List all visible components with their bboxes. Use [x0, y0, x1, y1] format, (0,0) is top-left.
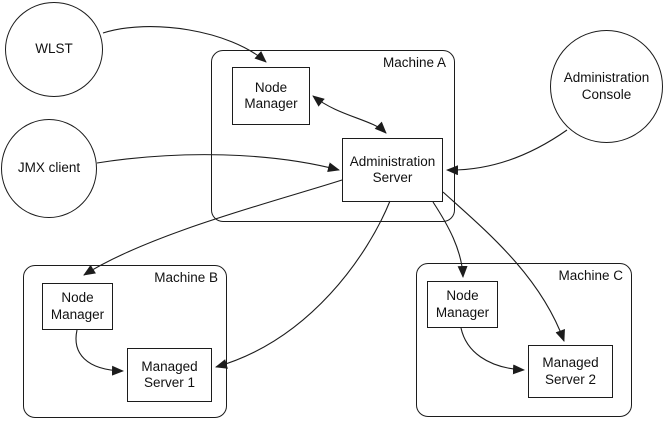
jmx-client-label: JMX client	[17, 160, 81, 176]
administration-server-box: Administration Server	[342, 138, 443, 202]
administration-console-node: Administration Console	[550, 30, 663, 143]
node-manager-b-label: Node Manager	[50, 290, 105, 322]
wlst-node: WLST	[5, 2, 103, 97]
managed-server-1-label: Managed Server 1	[141, 358, 198, 390]
node-manager-c-box: Node Manager	[427, 281, 498, 328]
managed-server-2-label: Managed Server 2	[542, 355, 599, 387]
node-manager-a-box: Node Manager	[232, 67, 310, 125]
node-manager-a-label: Node Manager	[244, 79, 298, 111]
jmx-client-node: JMX client	[1, 119, 97, 218]
edge-admin-console-to-admin-server	[446, 129, 568, 176]
managed-server-1-box: Managed Server 1	[127, 348, 212, 402]
administration-console-label: Administration Console	[563, 70, 650, 102]
administration-server-label: Administration Server	[349, 153, 436, 185]
node-manager-c-label: Node Manager	[435, 288, 490, 320]
machine-c-label: Machine C	[558, 268, 623, 283]
node-manager-b-box: Node Manager	[42, 283, 113, 330]
wlst-label: WLST	[35, 41, 73, 57]
managed-server-2-box: Managed Server 2	[528, 345, 613, 398]
machine-b-label: Machine B	[154, 270, 218, 285]
edge-admin-server-to-managed-server-1	[215, 200, 391, 369]
machine-a-label: Machine A	[382, 55, 446, 70]
